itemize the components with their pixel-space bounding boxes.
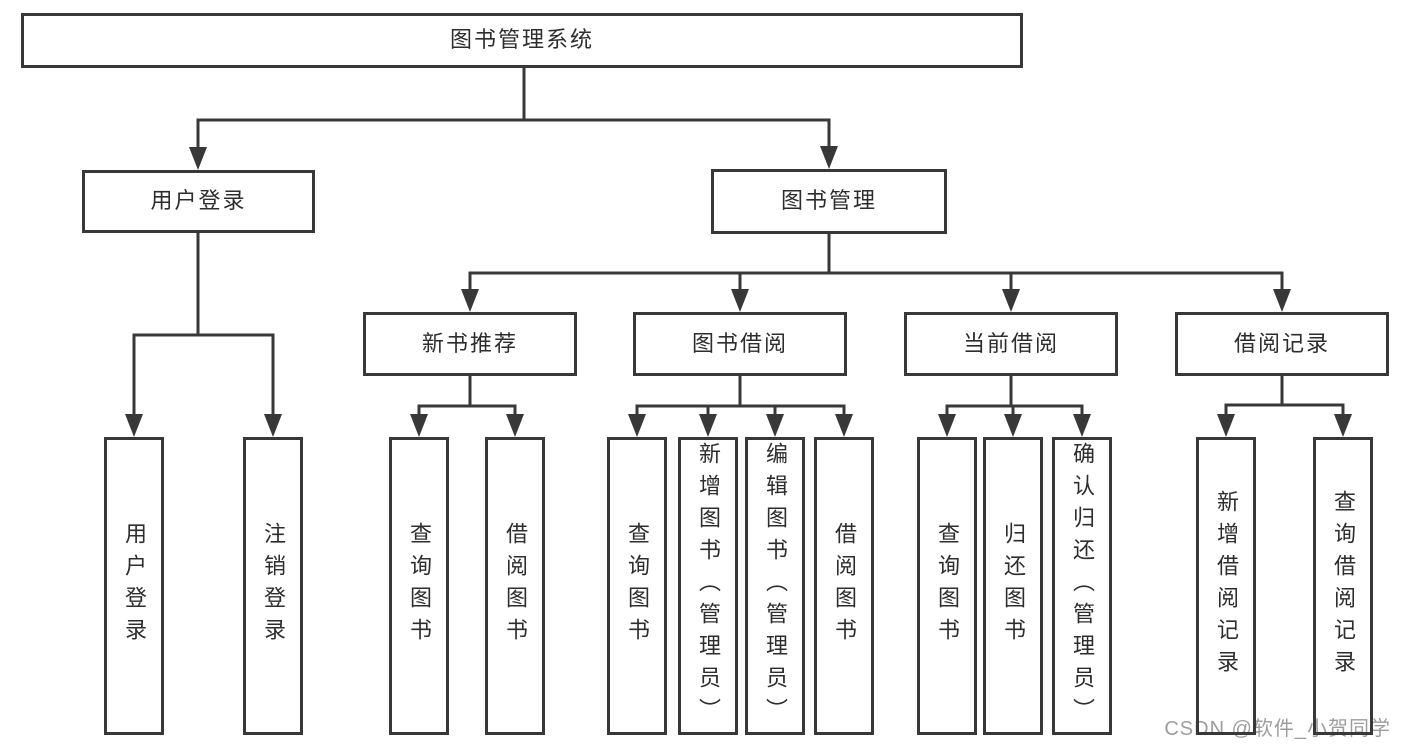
leaf-records-query-record-label: 查询借阅记录 <box>1331 490 1356 682</box>
leaf-borrowing-edit-books-admin-label: 编辑图书（管理员） <box>763 442 788 730</box>
node-book-borrowing-label: 图书借阅 <box>691 330 788 356</box>
node-new-book-recommendation-label: 新书推荐 <box>421 330 518 356</box>
leaf-current-return-books: 归还图书 <box>983 437 1043 735</box>
leaf-recommend-query-books: 查询图书 <box>389 437 449 735</box>
leaf-logout: 注销登录 <box>243 437 303 735</box>
node-book-borrowing: 图书借阅 <box>633 312 847 376</box>
leaf-records-add-record-label: 新增借阅记录 <box>1214 490 1239 682</box>
node-borrowing-records-label: 借阅记录 <box>1233 330 1330 356</box>
node-borrowing-records: 借阅记录 <box>1175 312 1389 376</box>
leaf-user-login: 用户登录 <box>104 437 164 735</box>
node-book-management: 图书管理 <box>711 169 947 234</box>
leaf-borrowing-borrow-books: 借阅图书 <box>814 437 874 735</box>
leaf-current-query-books: 查询图书 <box>917 437 977 735</box>
node-user-login-label: 用户登录 <box>150 188 247 214</box>
node-book-management-label: 图书管理 <box>780 188 877 214</box>
node-current-borrowing: 当前借阅 <box>904 312 1118 376</box>
leaf-borrowing-query-books: 查询图书 <box>607 437 667 735</box>
node-user-login: 用户登录 <box>82 170 315 233</box>
leaf-borrowing-add-books-admin: 新增图书（管理员） <box>678 437 738 735</box>
leaf-current-confirm-return-admin-label: 确认归还（管理员） <box>1070 442 1095 730</box>
leaf-user-login-label: 用户登录 <box>122 522 147 650</box>
leaf-recommend-borrow-books: 借阅图书 <box>485 437 545 735</box>
leaf-borrowing-edit-books-admin: 编辑图书（管理员） <box>745 437 805 735</box>
leaf-current-query-books-label: 查询图书 <box>935 522 960 650</box>
node-root-label: 图书管理系统 <box>449 27 594 53</box>
leaf-records-add-record: 新增借阅记录 <box>1196 437 1256 735</box>
arrowheads <box>125 146 1352 437</box>
leaf-recommend-borrow-books-label: 借阅图书 <box>503 522 528 650</box>
leaf-recommend-query-books-label: 查询图书 <box>407 522 432 650</box>
node-current-borrowing-label: 当前借阅 <box>962 330 1059 356</box>
leaf-records-query-record: 查询借阅记录 <box>1313 437 1373 735</box>
node-root: 图书管理系统 <box>21 13 1023 68</box>
leaf-logout-label: 注销登录 <box>261 522 286 650</box>
leaf-borrowing-query-books-label: 查询图书 <box>625 522 650 650</box>
leaf-current-return-books-label: 归还图书 <box>1001 522 1026 650</box>
leaf-borrowing-add-books-admin-label: 新增图书（管理员） <box>696 442 721 730</box>
watermark-text: CSDN @软件_小贺同学 <box>1164 718 1391 740</box>
leaf-borrowing-borrow-books-label: 借阅图书 <box>832 522 857 650</box>
leaf-current-confirm-return-admin: 确认归还（管理员） <box>1052 437 1112 735</box>
node-new-book-recommendation: 新书推荐 <box>363 312 577 376</box>
